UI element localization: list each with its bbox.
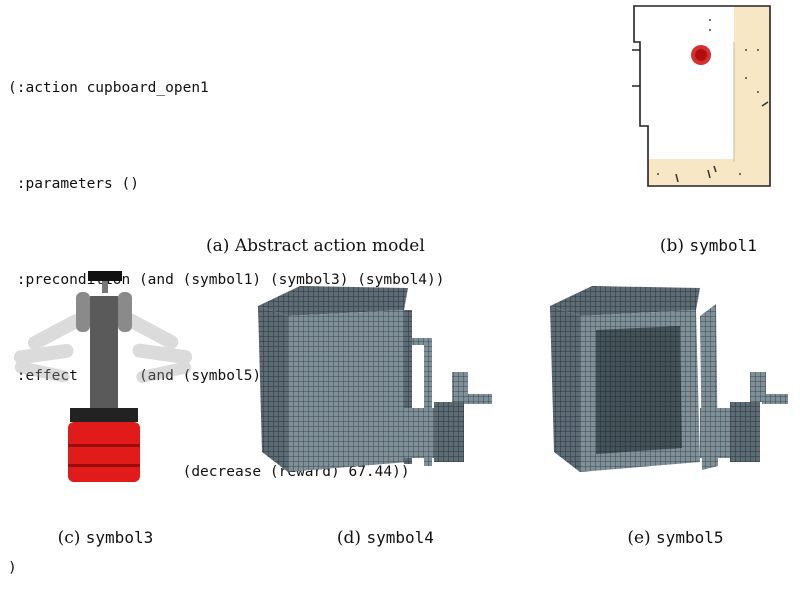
caption-a-text: Abstract action model <box>234 236 425 256</box>
code-line: :precondition (and (symbol1) (symbol3) (… <box>8 272 445 288</box>
caption-e: (e) symbol5 <box>590 508 750 548</box>
code-line: ) <box>8 560 17 576</box>
caption-d-label: (d) <box>336 528 362 548</box>
code-line: :parameters () <box>8 176 139 192</box>
caption-c: (c) symbol3 <box>20 508 180 548</box>
caption-b: (b) symbol1 <box>628 216 778 256</box>
code-line: (decrease (reward) 67.44)) <box>8 464 410 480</box>
map-symbol1-image <box>628 2 774 192</box>
voxel-symbol4-image <box>248 276 504 488</box>
caption-b-text: symbol1 <box>689 236 757 255</box>
voxel-symbol5-image <box>540 276 796 488</box>
caption-b-label: (b) <box>659 236 685 256</box>
caption-e-label: (e) <box>627 528 651 548</box>
code-line: (:action cupboard_open1 <box>8 80 209 96</box>
caption-a: (a) Abstract action model <box>150 216 470 256</box>
caption-a-label: (a) <box>206 236 230 256</box>
caption-c-label: (c) <box>57 528 81 548</box>
caption-d: (d) symbol4 <box>300 508 460 548</box>
robot-symbol3-image <box>4 266 200 486</box>
